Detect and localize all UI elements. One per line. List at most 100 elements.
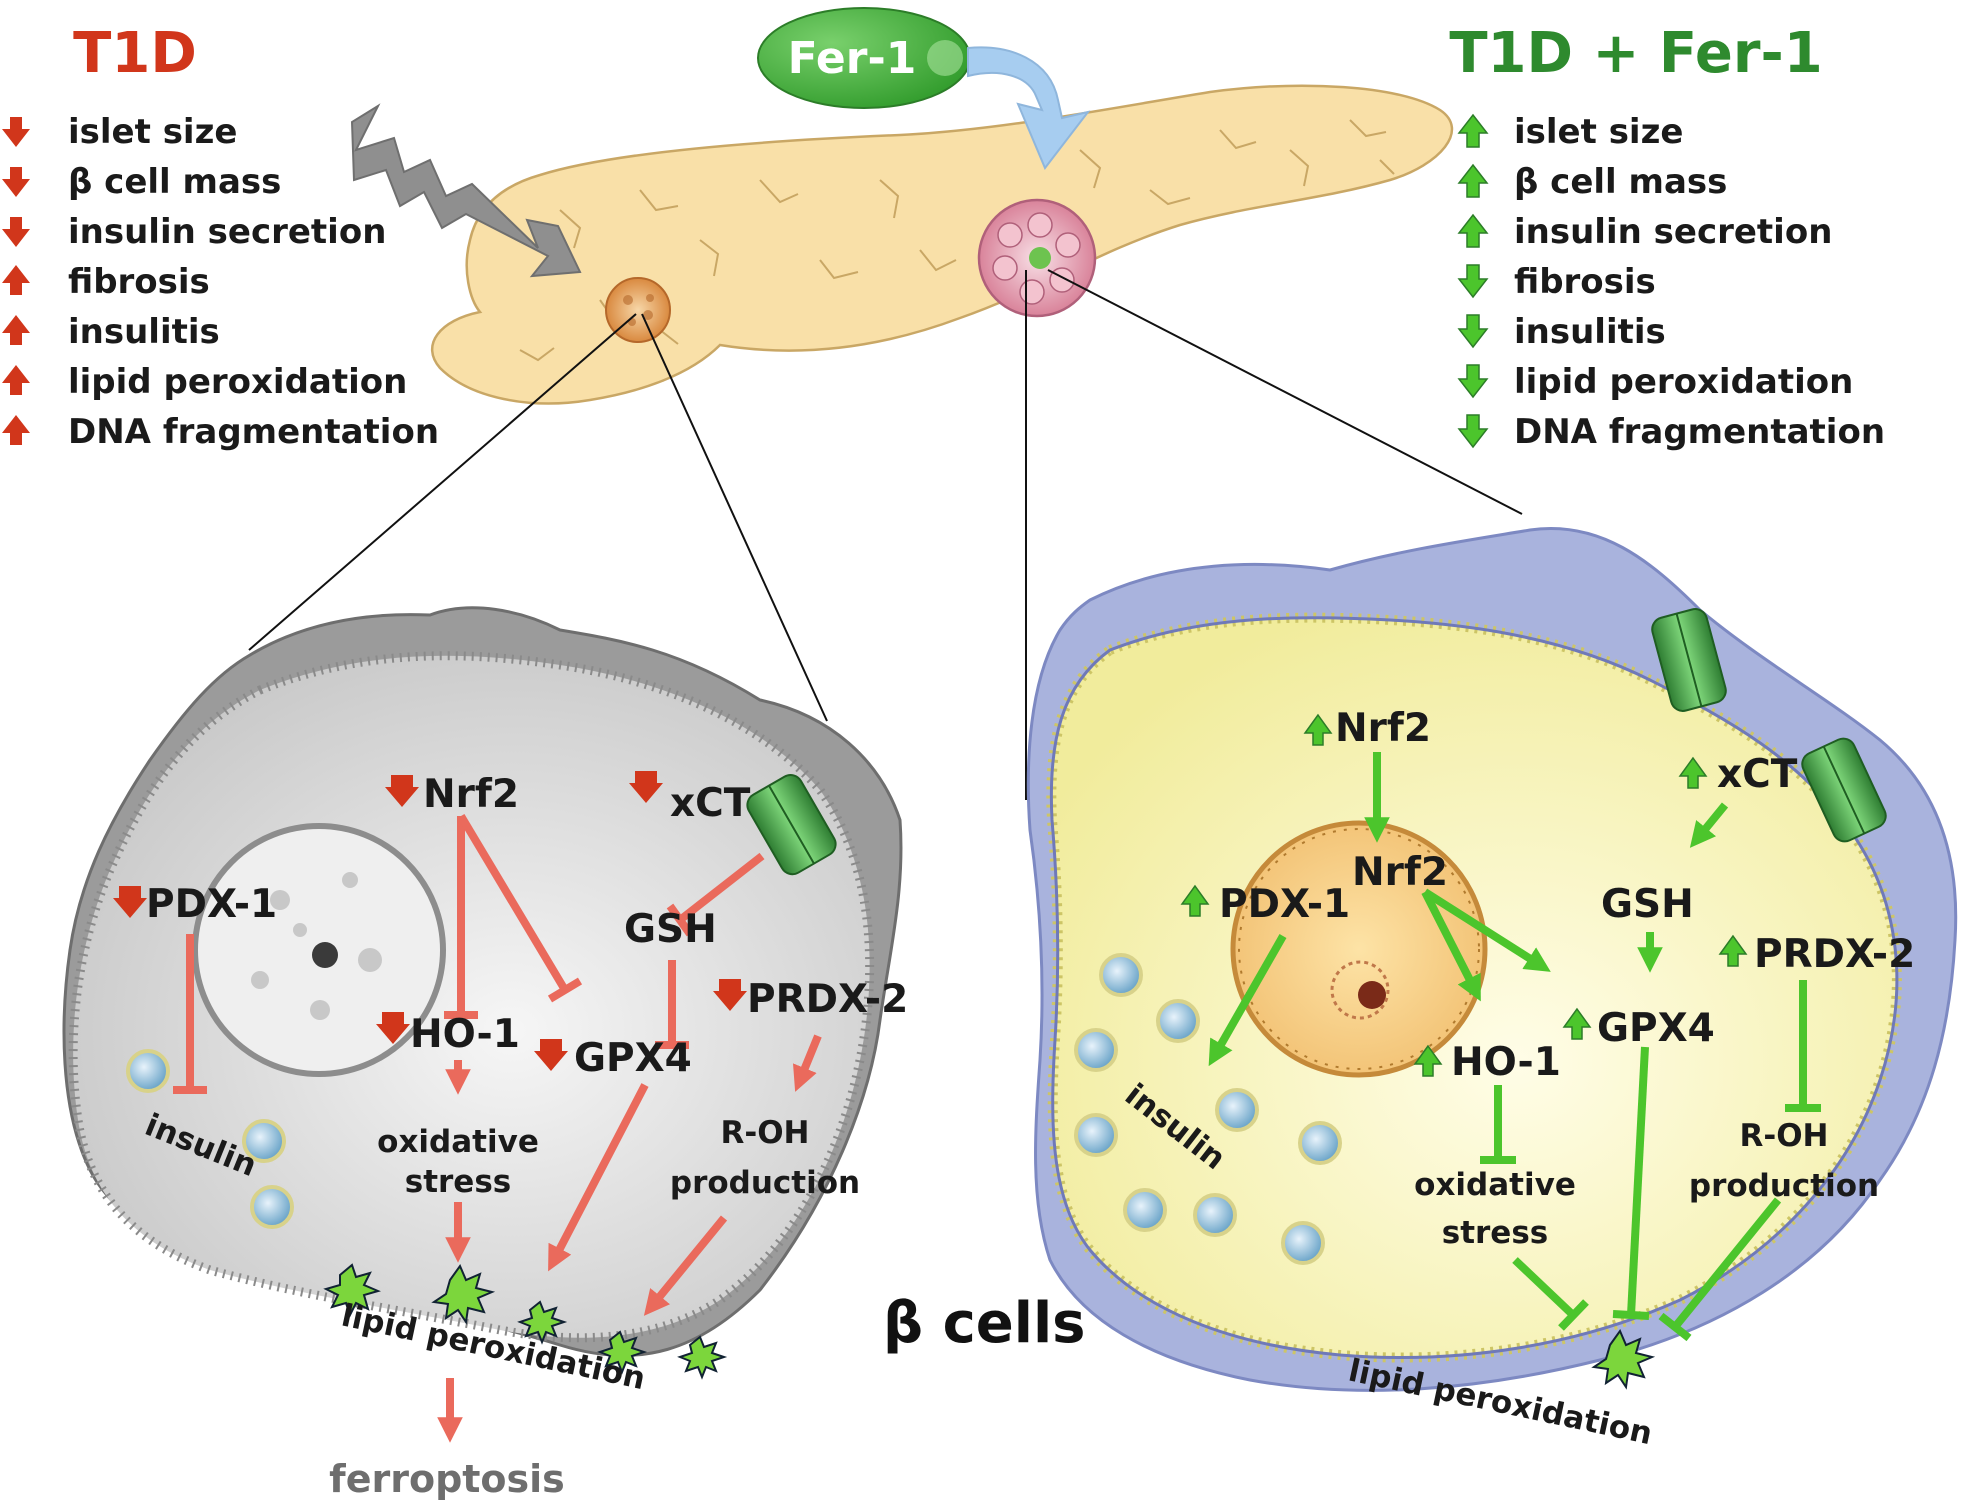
right-oxidative-line2: stress bbox=[1442, 1215, 1549, 1251]
right-cell-indicators bbox=[1180, 713, 1748, 1077]
inhib-gpx4-lipid bbox=[1627, 1046, 1649, 1316]
left-pdx1-label: PDX-1 bbox=[146, 882, 277, 927]
down-arrow-icon bbox=[1457, 264, 1489, 299]
islet-treated bbox=[977, 198, 1097, 318]
up-arrow-icon bbox=[2, 415, 30, 445]
down-arrow-icon bbox=[2, 117, 30, 147]
up-arrow-icon bbox=[1457, 113, 1489, 148]
act-pdx1-insulin bbox=[1208, 934, 1287, 1067]
xct-channel-diseased bbox=[746, 774, 837, 876]
left-oxidative-line1: oxidative bbox=[377, 1124, 539, 1160]
effect-label: DNA fragmentation bbox=[68, 412, 439, 452]
act-roh-lipid bbox=[643, 1215, 728, 1316]
effect-label: insulitis bbox=[1514, 312, 1666, 352]
effect-label: lipid peroxidation bbox=[1514, 362, 1853, 402]
fer1-label: Fer-1 bbox=[788, 33, 917, 84]
nucleus-treated bbox=[1230, 820, 1488, 1078]
left-title: T1D bbox=[73, 21, 197, 86]
zoom-lines bbox=[248, 269, 1523, 800]
effect-label: insulin secretion bbox=[1514, 212, 1832, 252]
pancreas bbox=[430, 84, 1454, 405]
down-arrow-ho1 bbox=[376, 1012, 410, 1044]
down-arrow-xct bbox=[629, 771, 663, 803]
left-gsh-label: GSH bbox=[624, 907, 717, 952]
left-cell-indicators bbox=[113, 771, 747, 1071]
effect-label: fibrosis bbox=[1514, 262, 1656, 302]
insulin-vesicles-diseased bbox=[126, 1049, 294, 1229]
left-gpx4-label: GPX4 bbox=[574, 1036, 692, 1081]
insulin-vesicles-treated bbox=[1074, 953, 1342, 1265]
right-xct-label: xCT bbox=[1717, 752, 1798, 797]
pancreas-body bbox=[430, 84, 1454, 405]
nucleus-diseased bbox=[192, 823, 446, 1077]
effect-label: fibrosis bbox=[68, 262, 210, 302]
beta-cells-label: β cells bbox=[883, 1291, 1085, 1356]
effect-label: β cell mass bbox=[68, 162, 281, 202]
down-arrow-icon bbox=[2, 167, 30, 197]
up-arrow-prdx2 bbox=[1718, 934, 1748, 967]
act-xct-gsh bbox=[1689, 802, 1729, 848]
down-arrow-gpx4 bbox=[534, 1039, 568, 1071]
up-arrow-icon bbox=[1457, 163, 1489, 198]
down-arrow-icon bbox=[1457, 414, 1489, 449]
up-arrow-icon bbox=[1457, 213, 1489, 248]
up-arrow-ho1 bbox=[1413, 1044, 1443, 1077]
right-ho1-label: HO-1 bbox=[1451, 1040, 1561, 1085]
down-arrow-icon bbox=[1457, 364, 1489, 399]
left-xct-label: xCT bbox=[670, 781, 751, 826]
up-arrow-pdx1 bbox=[1180, 884, 1210, 917]
down-arrow-icon bbox=[1457, 314, 1489, 349]
right-oxidative-line1: oxidative bbox=[1414, 1167, 1576, 1203]
left-roh-line2: production bbox=[670, 1165, 860, 1201]
down-arrow-nrf2 bbox=[385, 775, 419, 807]
up-arrow-icon bbox=[2, 265, 30, 295]
inhib-nrf2-gpx4 bbox=[457, 813, 569, 993]
disease-lightning-arrow bbox=[350, 103, 582, 278]
up-arrow-icon bbox=[2, 365, 30, 395]
effect-label: DNA fragmentation bbox=[1514, 412, 1885, 452]
down-arrow-prdx2 bbox=[713, 979, 747, 1011]
effect-label: islet size bbox=[1514, 112, 1683, 152]
left-ferroptosis-label: ferroptosis bbox=[329, 1457, 565, 1501]
right-nrf2-cytosol-label: Nrf2 bbox=[1335, 706, 1431, 751]
effect-label: β cell mass bbox=[1514, 162, 1727, 202]
right-pathway-lines bbox=[1208, 752, 1821, 1342]
left-pathway-lines bbox=[173, 813, 822, 1443]
fer1-pill: Fer-1 bbox=[757, 7, 971, 109]
act-prdx2-roh bbox=[792, 1034, 822, 1092]
inhib-roh-lipid bbox=[1671, 1197, 1782, 1330]
inhib-xct-gsh bbox=[677, 852, 765, 924]
right-prdx2-label: PRDX-2 bbox=[1754, 932, 1915, 977]
down-arrow-icon bbox=[2, 217, 30, 247]
xct-channel-treated-1 bbox=[1651, 608, 1727, 712]
xct-channel-treated-2 bbox=[1801, 737, 1887, 843]
act-gpx4-lipid bbox=[548, 1083, 649, 1272]
up-arrow-gpx4 bbox=[1562, 1007, 1592, 1040]
right-nrf2-nucleus-label: Nrf2 bbox=[1352, 850, 1448, 895]
left-nrf2-label: Nrf2 bbox=[423, 772, 519, 817]
up-arrow-nrf2 bbox=[1303, 713, 1333, 746]
right-roh-line1: R-OH bbox=[1739, 1118, 1828, 1154]
lipid-spark-treated bbox=[1591, 1328, 1656, 1390]
lipid-sparks-diseased bbox=[323, 1263, 728, 1380]
up-arrow-xct bbox=[1678, 756, 1708, 789]
left-prdx2-label: PRDX-2 bbox=[747, 977, 908, 1022]
right-gpx4-label: GPX4 bbox=[1597, 1006, 1715, 1051]
right-title: T1D + Fer-1 bbox=[1449, 21, 1822, 86]
beta-cell-diseased bbox=[62, 606, 903, 1380]
act-nrf2-gpx4 bbox=[1422, 888, 1551, 972]
left-ho1-label: HO-1 bbox=[410, 1012, 520, 1057]
right-pdx1-label: PDX-1 bbox=[1219, 882, 1350, 927]
right-roh-line2: production bbox=[1689, 1168, 1879, 1204]
effect-label: insulitis bbox=[68, 312, 220, 352]
right-effects-list: islet size β cell mass insulin secretion fi… bbox=[1457, 112, 1885, 452]
left-oxidative-line2: stress bbox=[405, 1164, 512, 1200]
left-roh-line1: R-OH bbox=[720, 1115, 809, 1151]
act-nrf2-ho1 bbox=[1421, 890, 1481, 1002]
effect-label: islet size bbox=[68, 112, 237, 152]
inhib-oxidative-lipid bbox=[1512, 1257, 1576, 1318]
up-arrow-icon bbox=[2, 315, 30, 345]
